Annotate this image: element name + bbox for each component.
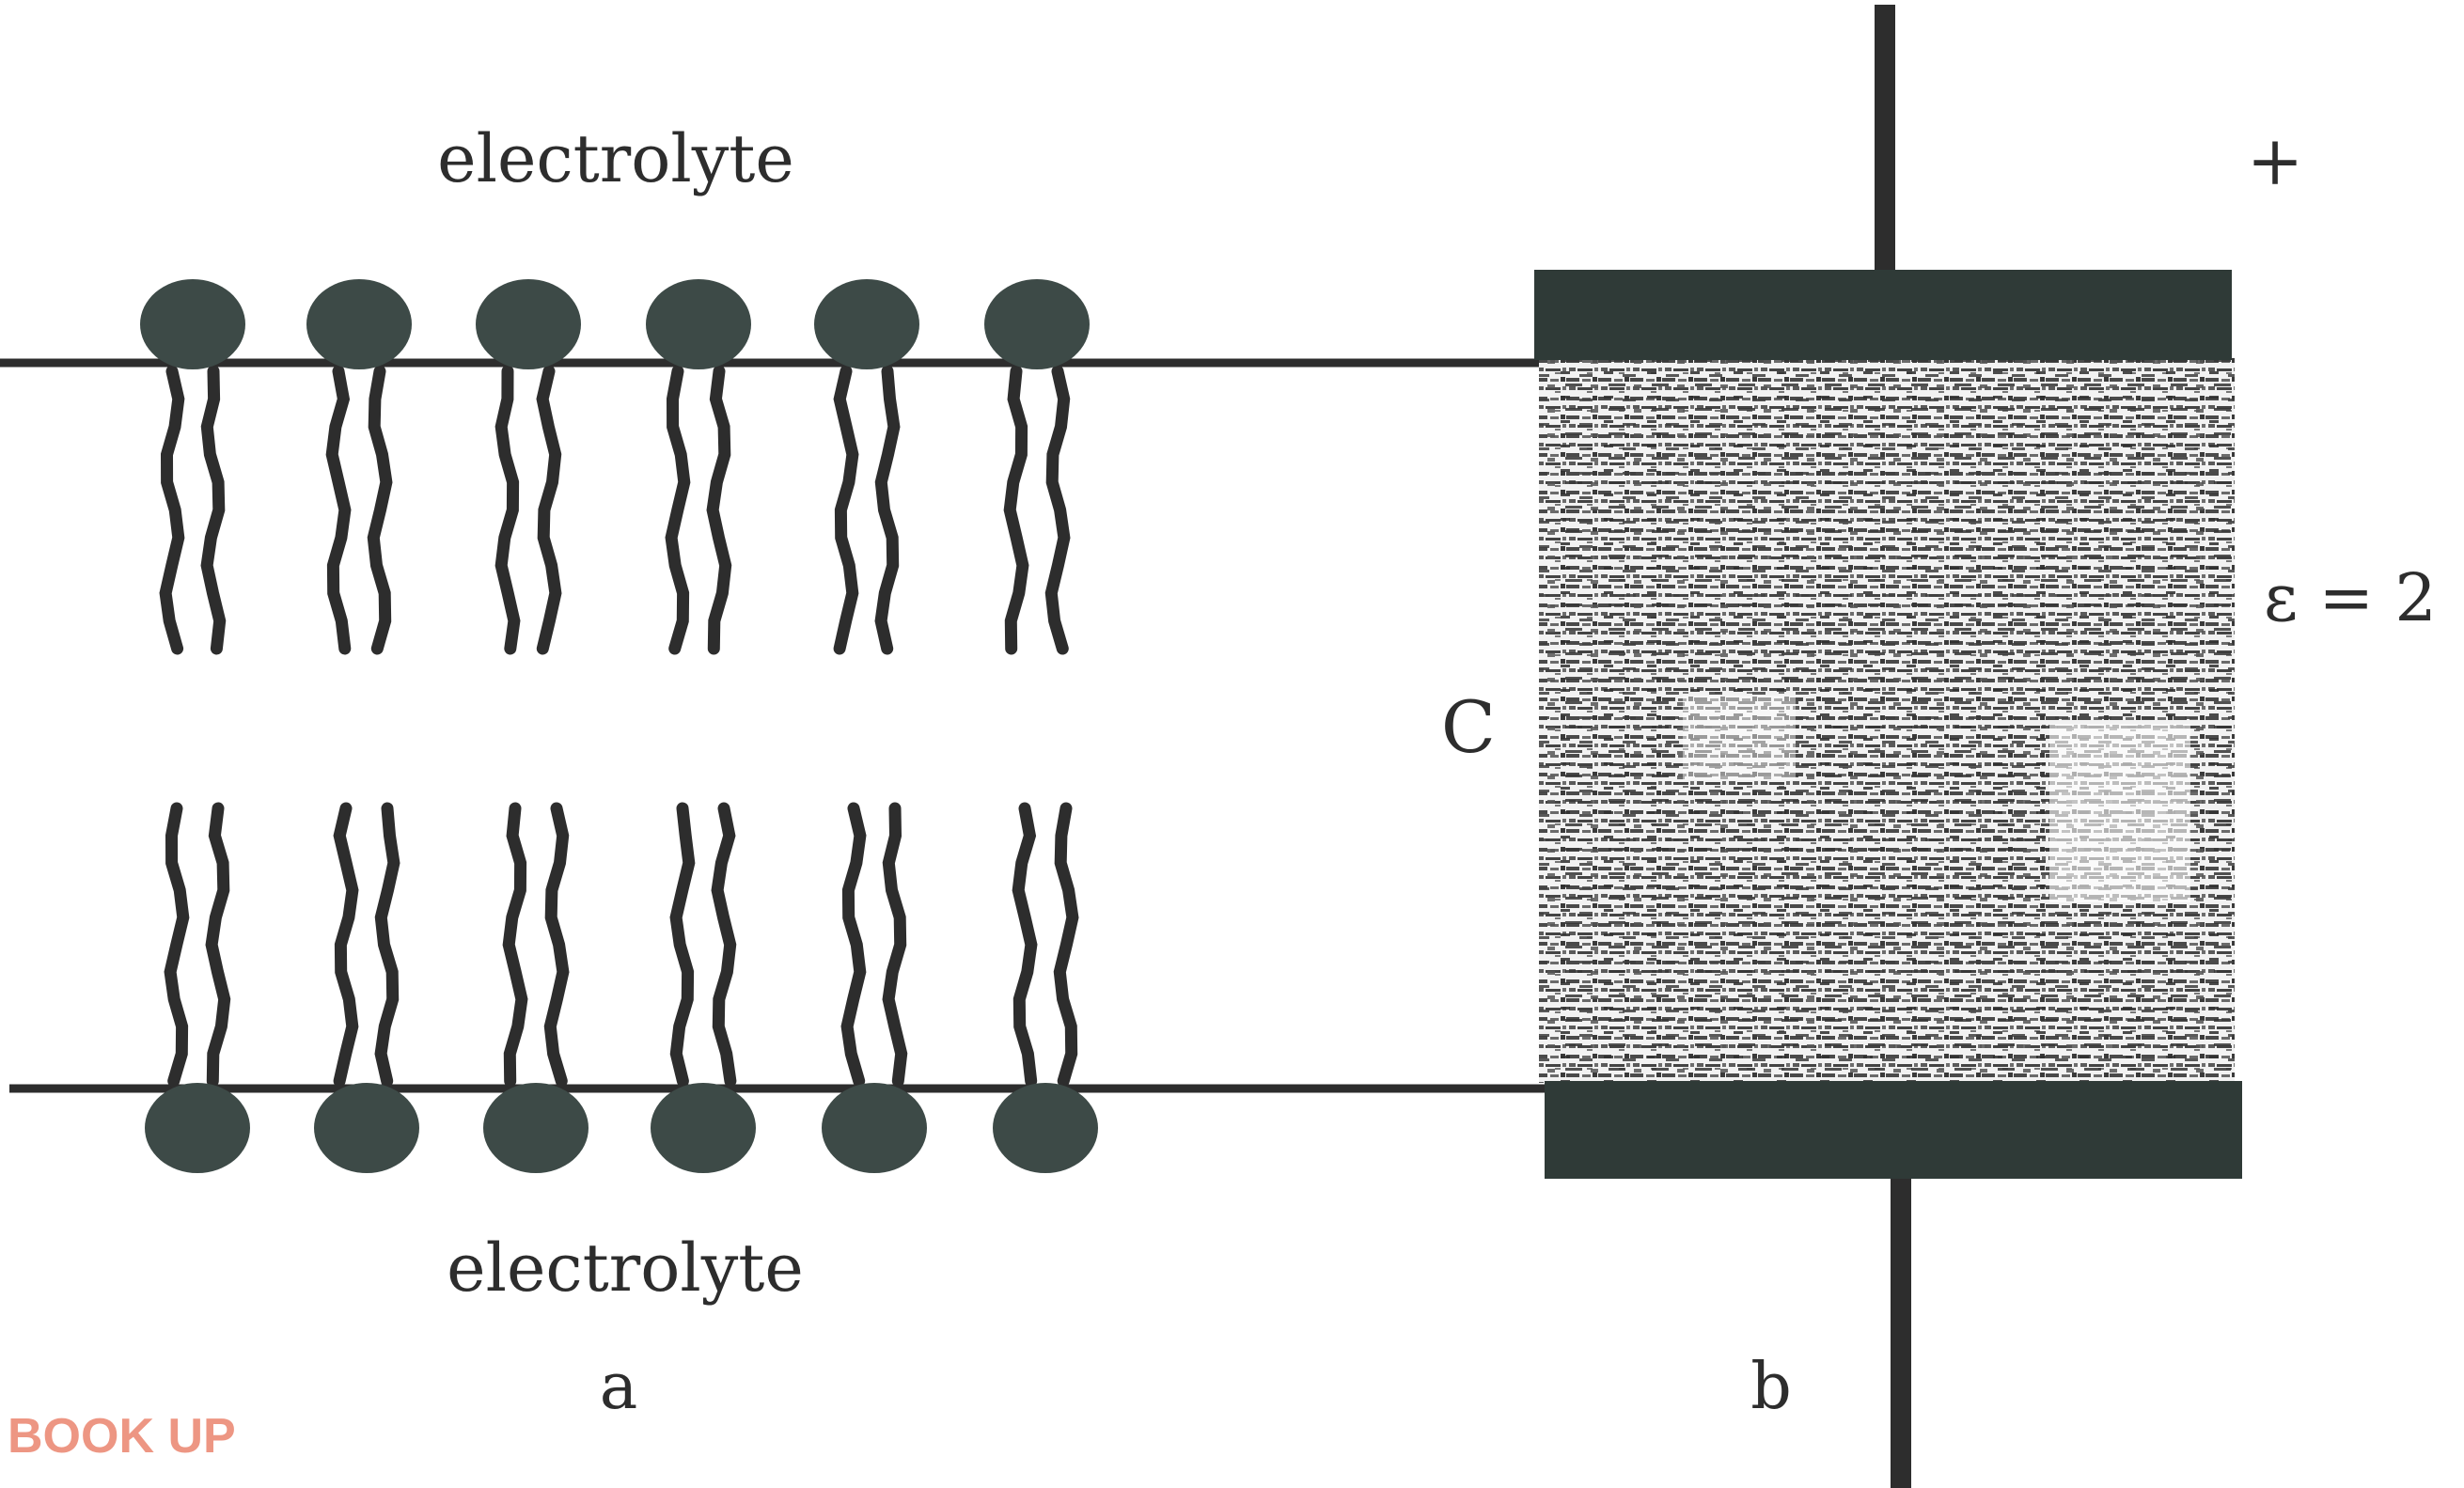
lipid-tail (200, 365, 227, 655)
lipid-tail (1044, 365, 1071, 655)
lipid-tail (833, 365, 859, 655)
lipid-tail (205, 802, 231, 1088)
bottom-capacitor-plate (1545, 1081, 2242, 1179)
lipid-tail (159, 365, 185, 655)
lipid-tail (1053, 802, 1079, 1088)
lipid-bilayer (0, 279, 1551, 1173)
lipid-headgroup (483, 1083, 589, 1173)
bottom-phospholipid (145, 802, 250, 1173)
lipid-tail (502, 802, 528, 1088)
lipid-headgroup (646, 279, 751, 369)
lipid-headgroup (140, 279, 245, 369)
lipid-headgroup (984, 279, 1090, 369)
lipid-headgroup (145, 1083, 250, 1173)
lipid-tail (665, 365, 691, 655)
lipid-headgroup (306, 279, 412, 369)
capacitance-label: C (1441, 685, 1496, 769)
lipid-tail (711, 802, 737, 1088)
lipid-tail (882, 802, 908, 1088)
lipid-tail (669, 802, 696, 1088)
lipid-tail (1012, 802, 1038, 1088)
lipid-tail (536, 365, 562, 655)
top-electrolyte-label: electrolyte (437, 120, 794, 197)
top-phospholipid (140, 279, 245, 655)
panel-b-caption: b (1750, 1350, 1792, 1424)
top-phospholipid (984, 279, 1090, 655)
lipid-tail (333, 802, 359, 1088)
lipid-headgroup (651, 1083, 756, 1173)
permittivity-label: ε = 2 (2264, 559, 2437, 636)
lipid-tail (874, 365, 901, 655)
lipid-headgroup (476, 279, 581, 369)
top-capacitor-plate (1534, 270, 2232, 360)
top-lipid-leaflet (140, 279, 1090, 655)
top-phospholipid (646, 279, 751, 655)
lipid-tail (164, 802, 190, 1088)
lipid-headgroup (814, 279, 919, 369)
lipid-tail (494, 365, 521, 655)
top-phospholipid (306, 279, 412, 655)
positive-terminal-label: + (2247, 121, 2303, 200)
bookup-watermark: BOOK UP (8, 1409, 236, 1464)
lipid-tail (840, 802, 867, 1088)
dielectric-layer (1539, 357, 2235, 1083)
lipid-tail (367, 365, 393, 655)
lipid-tail (706, 365, 732, 655)
bottom-phospholipid (651, 802, 756, 1173)
bottom-phospholipid (483, 802, 589, 1173)
lipid-tail (543, 802, 570, 1088)
bottom-lipid-leaflet (145, 802, 1098, 1173)
lipid-tail (374, 802, 400, 1088)
bottom-electrolyte-label: electrolyte (447, 1230, 804, 1307)
bottom-phospholipid (822, 802, 927, 1173)
capacitor (1534, 5, 2242, 1488)
top-phospholipid (476, 279, 581, 655)
panel-a-caption: a (600, 1350, 638, 1424)
lipid-headgroup (314, 1083, 419, 1173)
lipid-tail (325, 365, 352, 655)
lipid-tail (1003, 365, 1029, 655)
bottom-phospholipid (993, 802, 1098, 1173)
lipid-headgroup (993, 1083, 1098, 1173)
bottom-phospholipid (314, 802, 419, 1173)
top-phospholipid (814, 279, 919, 655)
lipid-headgroup (822, 1083, 927, 1173)
